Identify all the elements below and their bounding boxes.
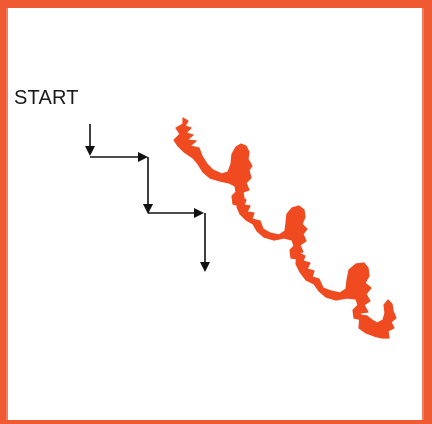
stitch-shape — [295, 251, 372, 321]
stitch-shapes — [173, 117, 397, 339]
arrow-path — [85, 124, 210, 272]
start-label: START — [14, 87, 79, 109]
stitch-shape — [358, 299, 397, 339]
stitch-shape — [236, 195, 308, 260]
stitch-shape — [173, 117, 253, 207]
diagram-panel — [6, 8, 424, 420]
